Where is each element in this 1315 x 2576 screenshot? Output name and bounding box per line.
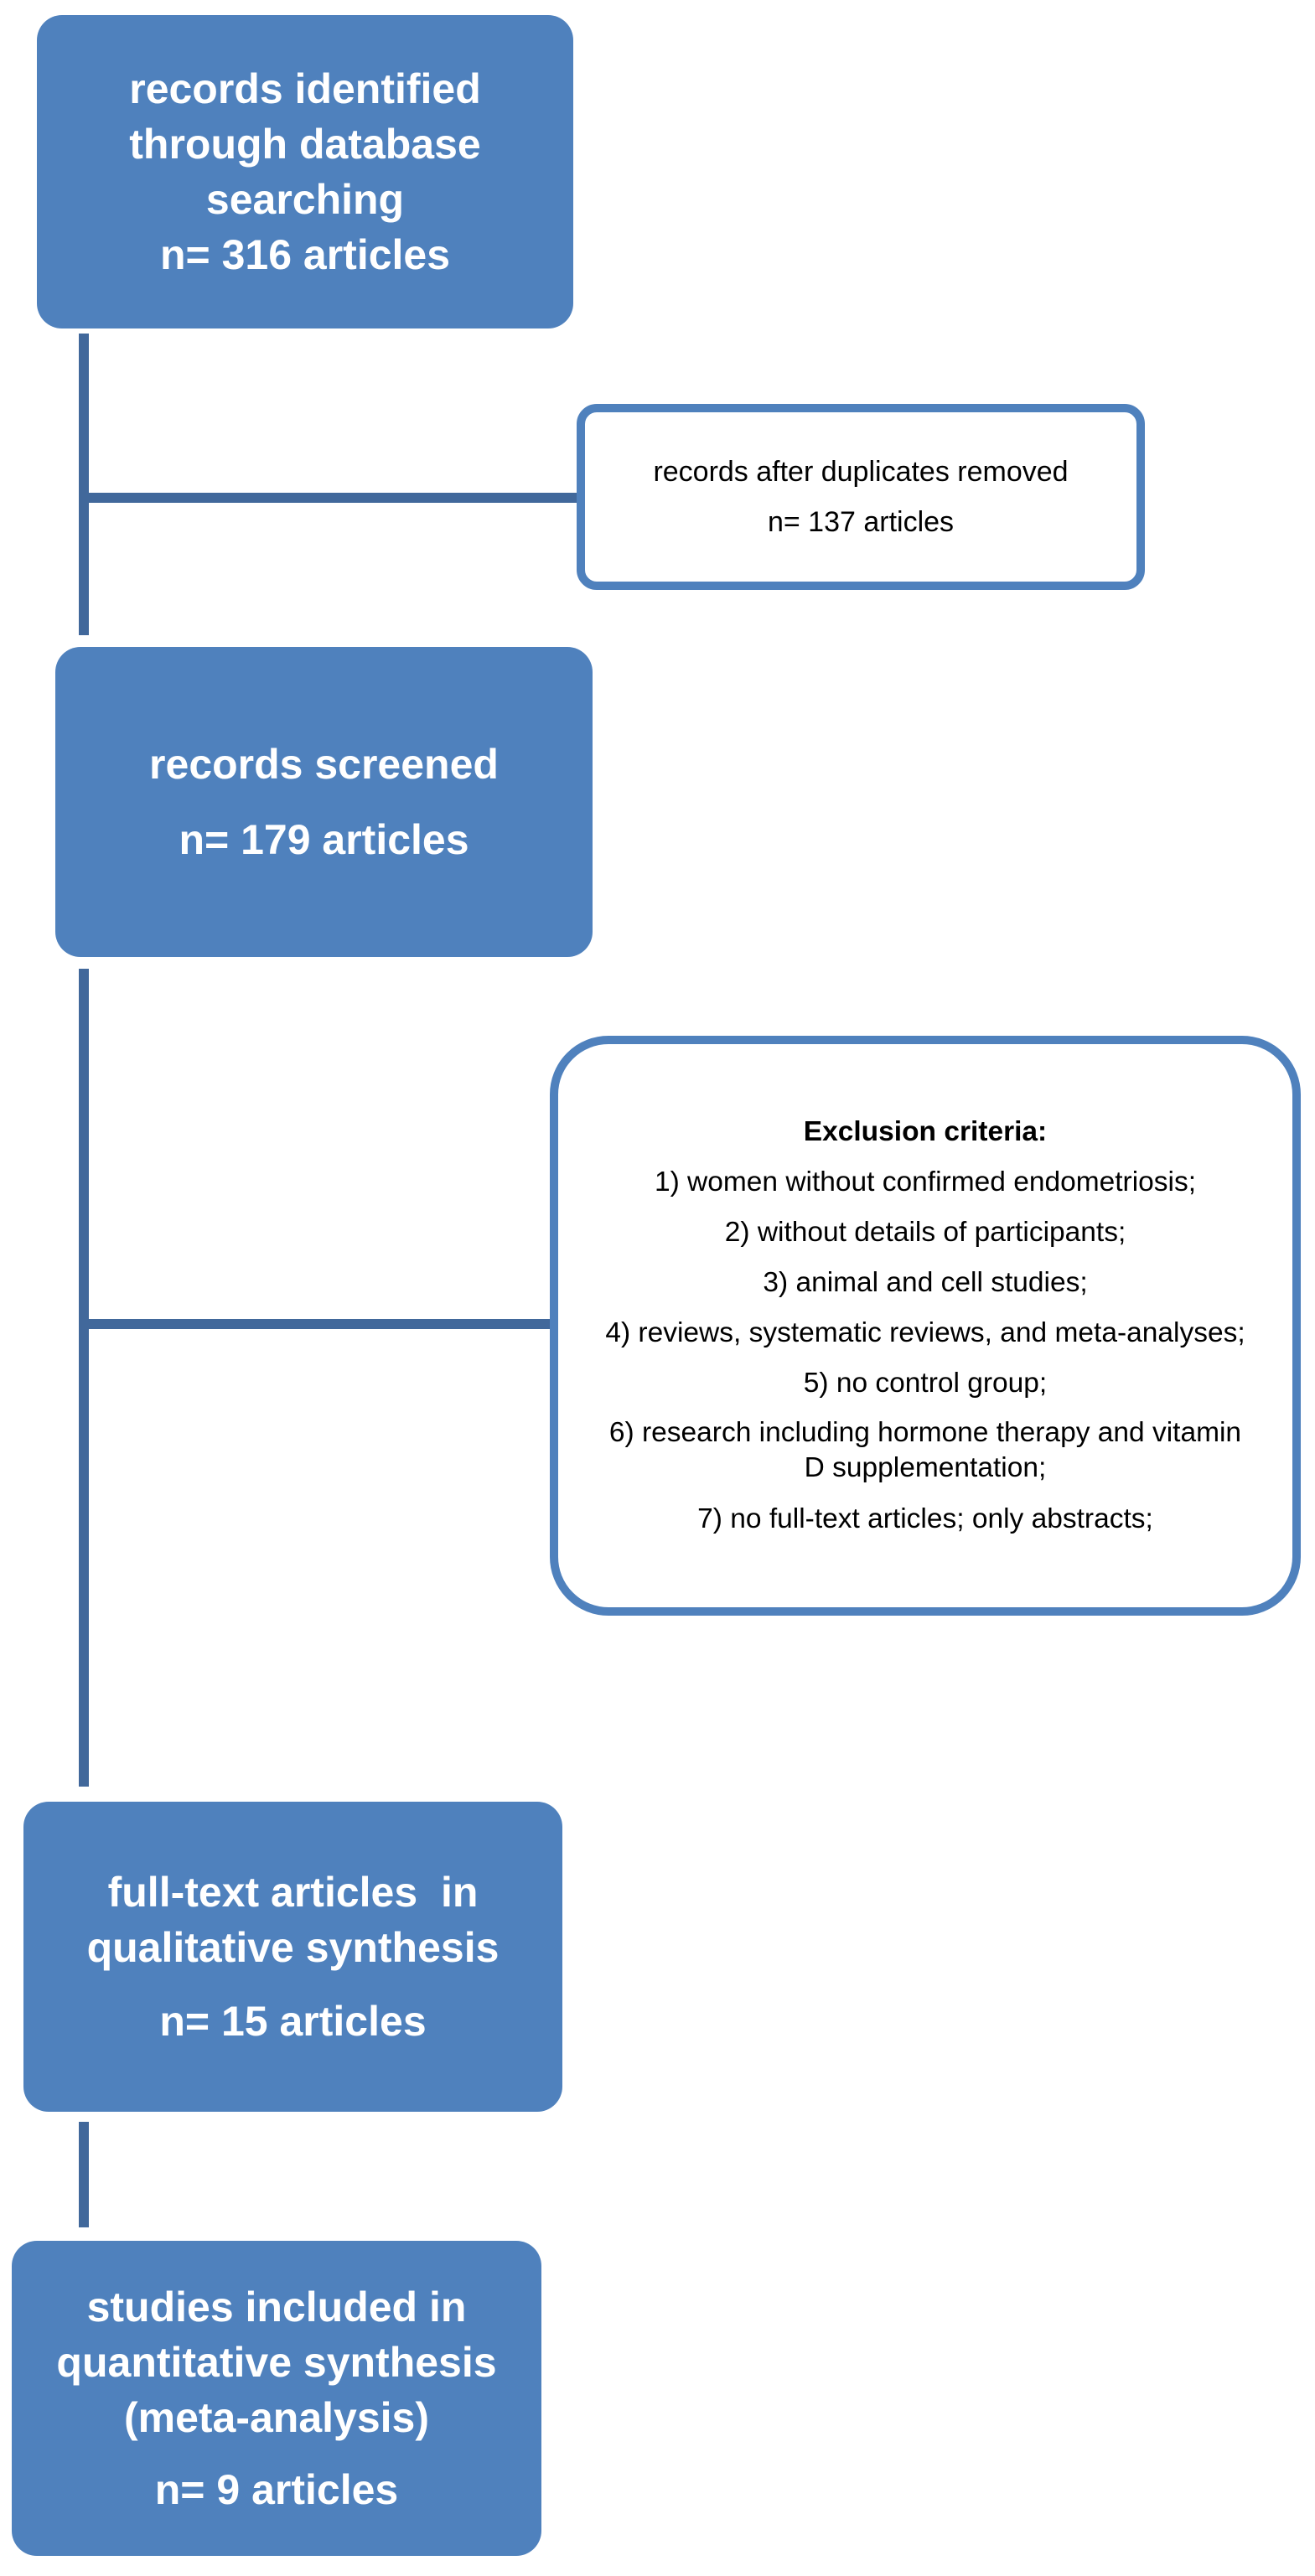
- connector-fulltext-to-included: [79, 2122, 89, 2227]
- exclusion-criterion-6-line-2: D supplementation;: [804, 1452, 1047, 1483]
- duplicates-removed-label: records after duplicates removed: [653, 456, 1069, 488]
- exclusion-criterion-4: 4) reviews, systematic reviews, and meta…: [605, 1317, 1245, 1348]
- exclusion-criterion-6-line-1: 6) research including hormone therapy an…: [608, 1417, 1242, 1448]
- records-identified-box: records identified through database sear…: [37, 15, 573, 328]
- exclusion-criteria-box: Exclusion criteria: 1) women without con…: [550, 1036, 1301, 1616]
- exclusion-criterion-2: 2) without details of participants;: [724, 1217, 1126, 1248]
- exclusion-criterion-1: 1) women without confirmed endometriosis…: [654, 1166, 1197, 1197]
- exclusion-criteria-heading: Exclusion criteria:: [803, 1116, 1048, 1147]
- records-identified-line-2: through database: [129, 121, 481, 168]
- exclusion-criterion-3: 3) animal and cell studies;: [763, 1267, 1088, 1298]
- fulltext-articles-box: full-text articles in qualitative synthe…: [23, 1802, 562, 2112]
- exclusion-criterion-6: 6) research including hormone therapy an…: [609, 1415, 1241, 1486]
- exclusion-criterion-5: 5) no control group;: [803, 1368, 1048, 1399]
- studies-included-line-3: (meta-analysis): [123, 2394, 430, 2441]
- duplicates-removed-box: records after duplicates removed n= 137 …: [577, 404, 1145, 590]
- records-identified-line-1: records identified: [129, 65, 481, 112]
- connector-identified-to-screened: [79, 334, 89, 635]
- connector-branch-exclusion: [79, 1319, 553, 1329]
- exclusion-criterion-7: 7) no full-text articles; only abstracts…: [697, 1503, 1153, 1534]
- records-identified-count: n= 316 articles: [159, 231, 451, 278]
- studies-included-line-1: studies included in: [86, 2284, 467, 2330]
- connector-branch-duplicates: [79, 493, 580, 503]
- fulltext-articles-count: n= 15 articles: [159, 1998, 427, 2045]
- connector-screened-to-fulltext: [79, 969, 89, 1787]
- studies-included-line-2: quantitative synthesis: [56, 2339, 497, 2386]
- records-screened-count: n= 179 articles: [179, 816, 469, 863]
- fulltext-articles-line-2: qualitative synthesis: [86, 1924, 500, 1971]
- studies-included-count: n= 9 articles: [154, 2466, 399, 2513]
- records-screened-box: records screened n= 179 articles: [55, 647, 593, 957]
- studies-included-box: studies included in quantitative synthes…: [12, 2241, 541, 2556]
- fulltext-articles-line-1: full-text articles in: [107, 1869, 479, 1916]
- records-screened-label: records screened: [149, 741, 499, 788]
- duplicates-removed-count: n= 137 articles: [767, 506, 955, 538]
- records-identified-line-3: searching: [205, 176, 405, 223]
